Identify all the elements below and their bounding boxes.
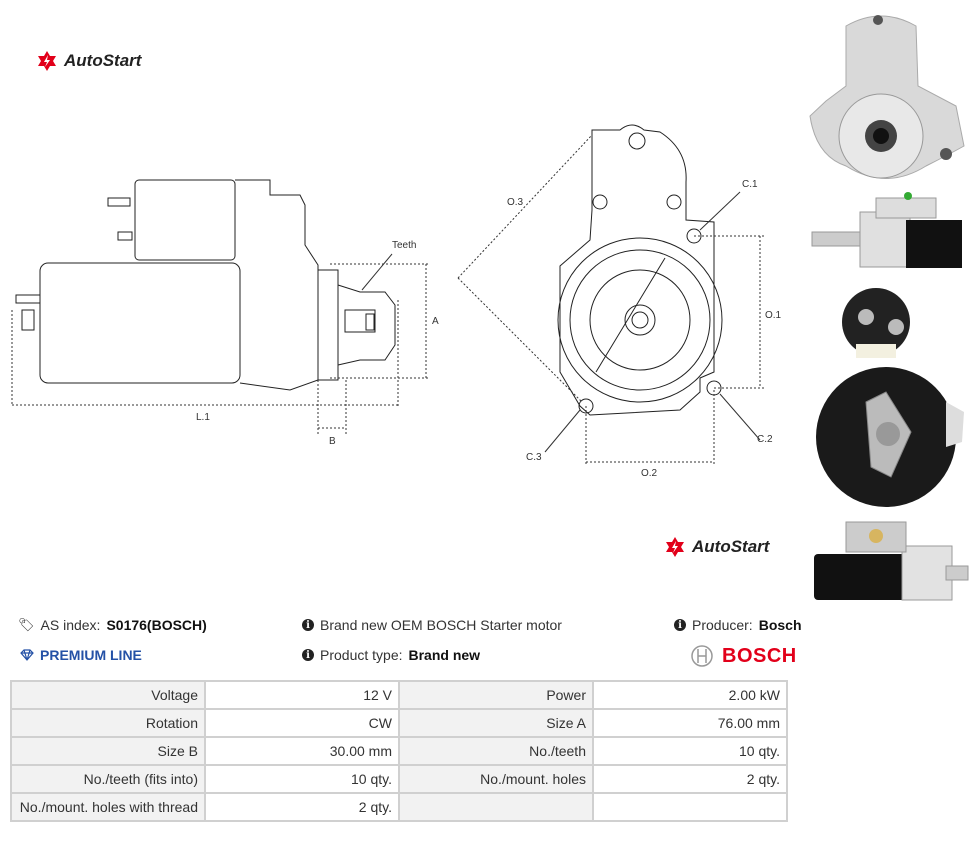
- spec-label: No./teeth: [398, 736, 594, 766]
- label-c3: C.3: [526, 452, 542, 463]
- label-o2: O.2: [641, 468, 658, 479]
- spec-label: No./mount. holes: [398, 764, 594, 794]
- spec-value: CW: [204, 708, 400, 738]
- as-index: 🏷 AS index: S0176(BOSCH): [18, 617, 207, 633]
- label-b: B: [329, 436, 336, 447]
- info-icon: i: [302, 649, 314, 661]
- spec-value: [592, 792, 788, 822]
- autostart-logo: AutoStart: [36, 50, 141, 72]
- spec-value: 10 qty.: [592, 736, 788, 766]
- spec-label: Rotation: [10, 708, 206, 738]
- label-l1: L.1: [196, 412, 210, 423]
- label-teeth: Teeth: [392, 240, 416, 251]
- label-o1: O.1: [765, 310, 782, 321]
- spec-label: Size A: [398, 708, 594, 738]
- product-type-value: Brand new: [408, 647, 481, 663]
- product-type-label: Product type:: [320, 647, 403, 663]
- spec-label: No./mount. holes with thread: [10, 792, 206, 822]
- spec-label: [398, 792, 594, 822]
- bosch-armature-icon: [691, 645, 713, 667]
- bosch-logo: BOSCH: [690, 644, 797, 668]
- premium-line-badge: PREMIUM LINE: [20, 647, 142, 663]
- autostart-logo-text: AutoStart: [64, 51, 142, 70]
- spec-value: 12 V: [204, 680, 400, 710]
- product-type: i Product type: Brand new: [302, 647, 480, 663]
- spec-label: No./teeth (fits into): [10, 764, 206, 794]
- product-photo-side: [811, 192, 962, 268]
- spec-label: Voltage: [10, 680, 206, 710]
- technical-drawing: Teeth A L.1 B O.3 C.1 O.1 C.2 C.3 O.2: [11, 124, 782, 479]
- premium-line-text: PREMIUM LINE: [40, 647, 142, 663]
- description: i Brand new OEM BOSCH Starter motor: [302, 617, 562, 633]
- spec-value: 2.00 kW: [592, 680, 788, 710]
- label-c1: C.1: [742, 179, 758, 190]
- autostart-logo-secondary-text: AutoStart: [692, 537, 770, 556]
- autostart-logo-icon: [38, 51, 56, 71]
- spec-value: 10 qty.: [204, 764, 400, 794]
- spec-value: 2 qty.: [204, 792, 400, 822]
- autostart-logo-secondary-icon: [666, 537, 684, 557]
- product-photo-angle: [814, 521, 969, 601]
- spec-row: No./teeth (fits into)10 qty.No./mount. h…: [10, 764, 788, 794]
- spec-value: 76.00 mm: [592, 708, 788, 738]
- autostart-logo-secondary: AutoStart: [664, 536, 769, 558]
- info-icon: i: [302, 619, 314, 631]
- description-text: Brand new OEM BOSCH Starter motor: [320, 617, 562, 633]
- spec-value: 2 qty.: [592, 764, 788, 794]
- product-photo-front: [809, 15, 965, 179]
- label-c2: C.2: [757, 434, 773, 445]
- bosch-logo-text: BOSCH: [722, 644, 797, 667]
- label-a: A: [432, 316, 439, 327]
- producer-label: Producer:: [692, 617, 753, 633]
- tags-icon: 🏷: [18, 617, 35, 632]
- producer: i Producer: Bosch: [674, 617, 802, 633]
- as-index-label: AS index:: [40, 617, 101, 633]
- spec-value: 30.00 mm: [204, 736, 400, 766]
- as-index-value: S0176(BOSCH): [106, 617, 207, 633]
- product-photo-rear: [816, 288, 964, 507]
- info-icon: i: [674, 619, 686, 631]
- spec-label: Power: [398, 680, 594, 710]
- spec-label: Size B: [10, 736, 206, 766]
- diamond-icon: [20, 649, 34, 661]
- label-o3: O.3: [507, 197, 524, 208]
- producer-value: Bosch: [758, 617, 802, 633]
